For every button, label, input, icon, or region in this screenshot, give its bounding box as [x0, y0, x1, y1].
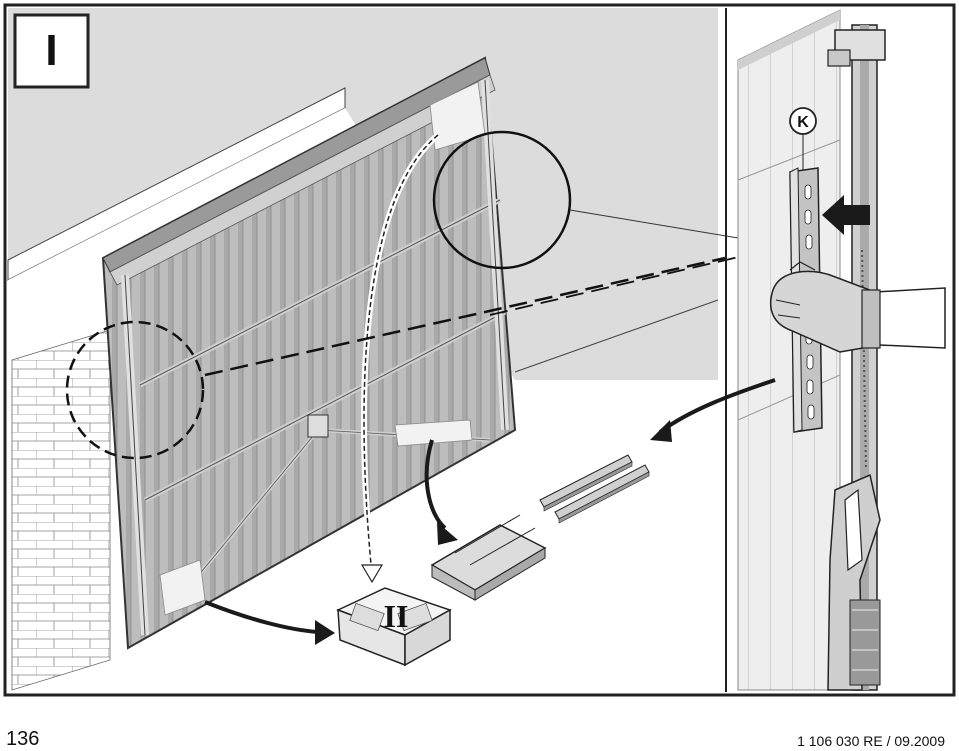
package-label-text: II [384, 598, 409, 634]
callout-circle [789, 107, 817, 135]
u-channel-parts [430, 514, 547, 601]
page-number: 136 [6, 728, 40, 750]
callout-label-text: K [797, 114, 809, 131]
parts-package [336, 587, 452, 667]
gloved-hand-icon [769, 261, 946, 353]
brick-wall-icon [11, 329, 111, 691]
right-detail-panel: K [650, 8, 946, 692]
rail-parts [539, 454, 650, 524]
left-scene [7, 8, 791, 691]
detail-circle-upper [432, 130, 572, 270]
step-label-text: I [45, 26, 57, 75]
step-label: I [13, 13, 90, 89]
detail-circle-lower [65, 320, 205, 460]
document-reference: 1 106 030 RE / 09.2009 [797, 733, 945, 749]
